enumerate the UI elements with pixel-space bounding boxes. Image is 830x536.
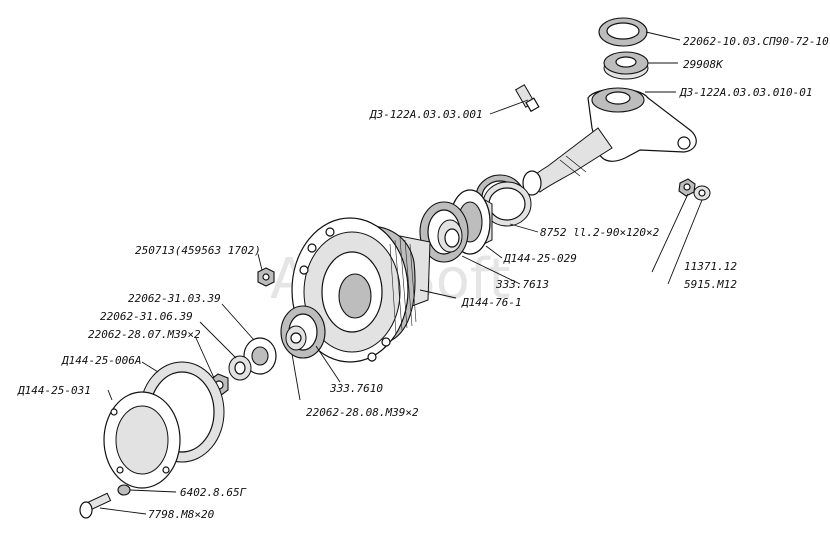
thrust-bearing [603, 51, 649, 80]
leader-lines [99, 31, 703, 515]
pin [514, 84, 540, 113]
steering-knuckle [522, 87, 697, 196]
wheel-nut [257, 267, 275, 287]
washer-m12 [693, 185, 711, 201]
label-outer-seal: 8752 ll.2-90×120×2 [540, 226, 660, 239]
label-nut-m12: 11371.12 [684, 260, 737, 273]
tab-washer-39 [228, 355, 252, 381]
label-wheel-nut: 250713(459563 1702) [135, 244, 261, 257]
outer-bearing [280, 305, 326, 359]
label-bolt-washer: 6402.8.65Г [180, 486, 247, 499]
nut-m12 [678, 178, 696, 197]
lock-washer-39 [243, 337, 277, 375]
hub-cap [103, 391, 181, 489]
label-bolt: 7798.М8×20 [148, 508, 215, 521]
top-seal-ring [598, 17, 648, 47]
label-inner-bearing: 333.7613 [495, 278, 549, 291]
label-nut-m39: 22062-28.07.М39×2 [88, 328, 201, 341]
label-kingpin-arm: Д3-122А.03.03.010-01 [679, 86, 812, 99]
label-hub: Д144-76-1 [461, 296, 522, 309]
label-outer-bearing: 333.7610 [329, 382, 383, 395]
label-tab-washer: 22062-31.06.39 [100, 310, 193, 323]
label-thrust-bearing: 29908K [683, 58, 724, 71]
inner-bearing [419, 201, 469, 263]
cap-bolt-washer [117, 484, 131, 496]
label-nut-m39-b: 22062-28.08.М39×2 [306, 406, 419, 419]
label-spacer-ring: Д144-25-029 [503, 252, 577, 265]
label-top-seal: 22062-10.03.СП90-72-10 [683, 35, 829, 48]
label-pin: Д3-122А.03.03.001 [369, 108, 483, 121]
label-lock-washer: 22062-31.03.39 [128, 292, 221, 305]
label-gasket: Д144-25-006А [61, 354, 141, 367]
label-washer-m12: 5915.М12 [684, 278, 737, 291]
label-cap: Д144-25-031 [17, 384, 91, 397]
cap-bolt [79, 492, 112, 519]
